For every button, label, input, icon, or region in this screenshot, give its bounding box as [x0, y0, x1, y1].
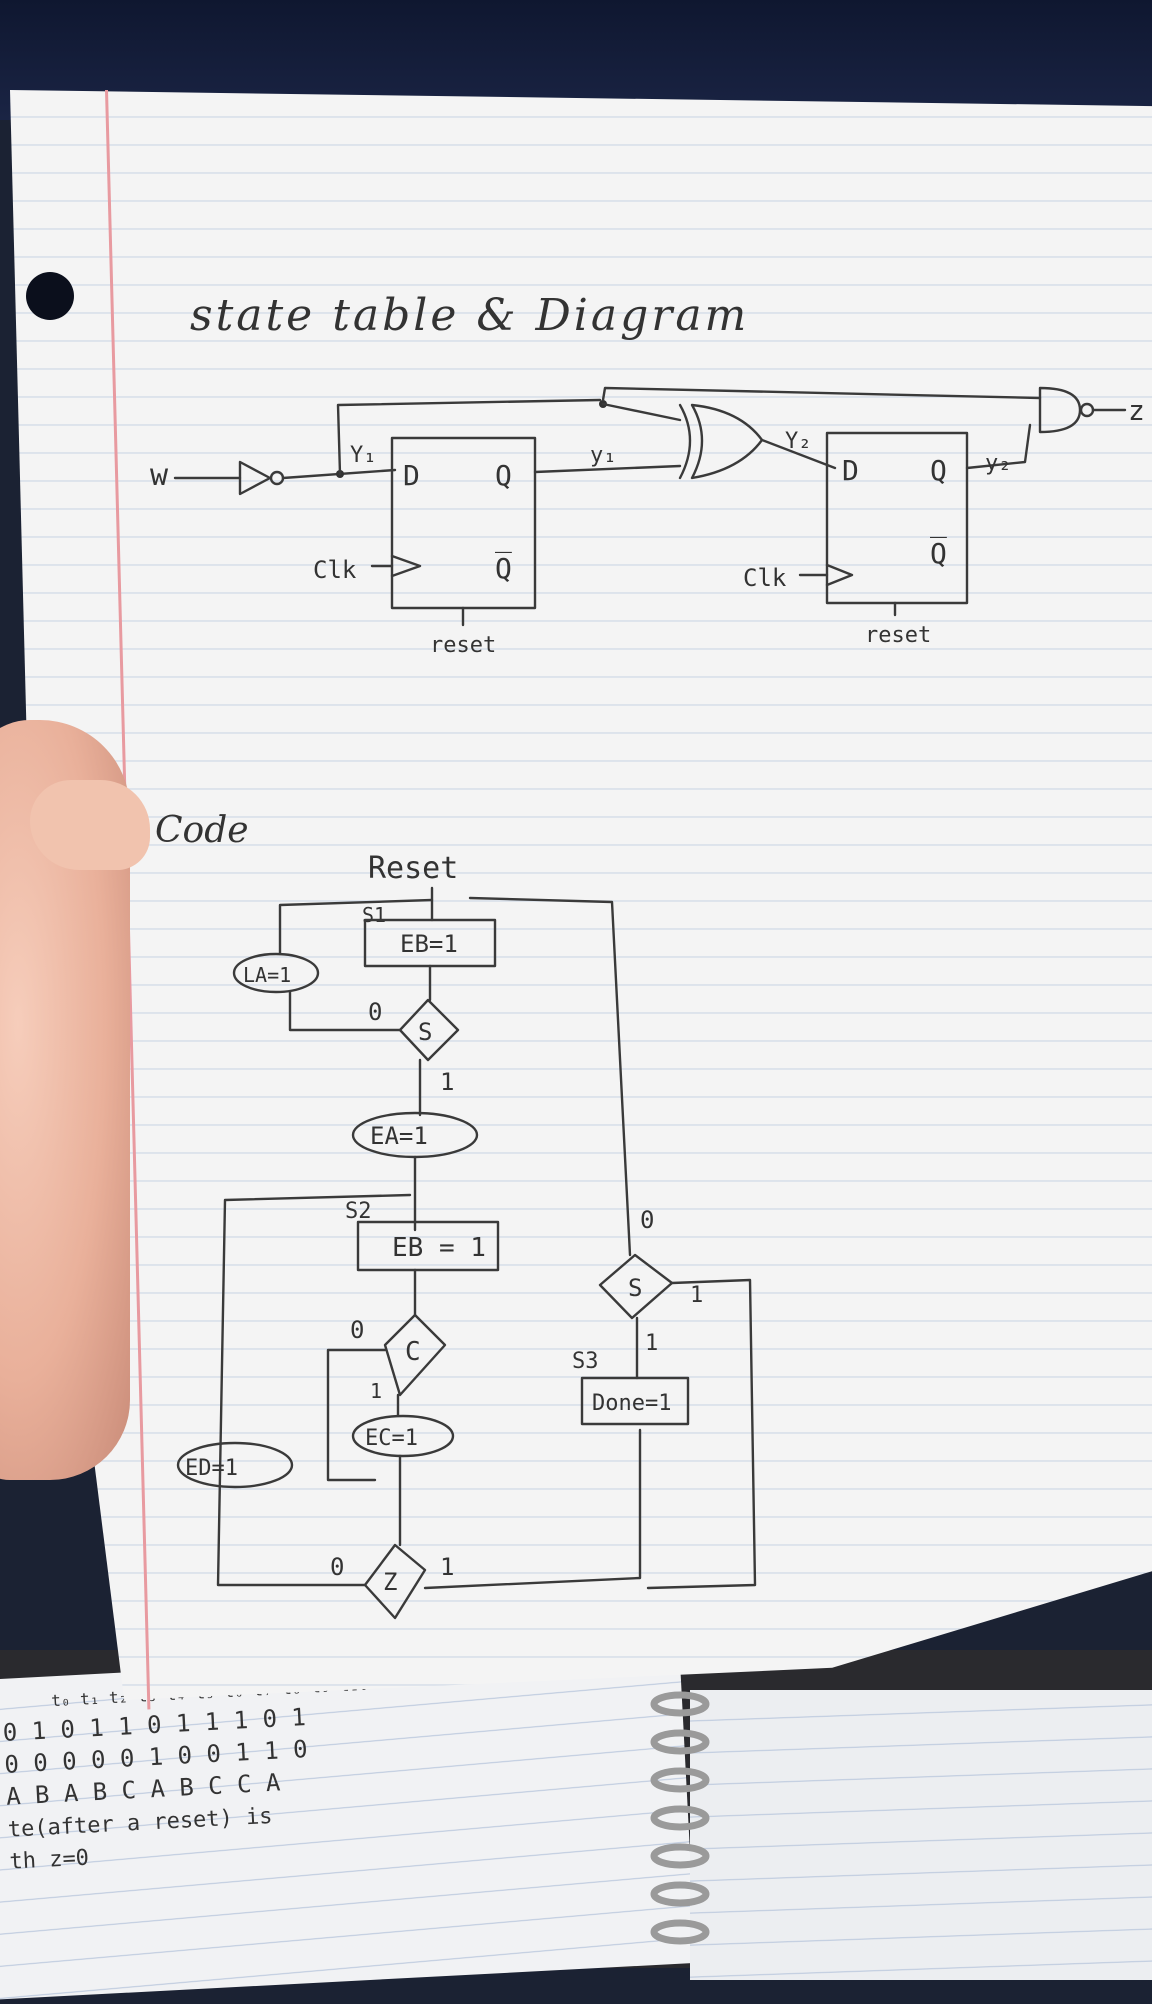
xor-input-wire: [601, 402, 682, 422]
wire-Y2-label: Y₂: [785, 429, 812, 454]
feedback-wire: [336, 398, 602, 476]
s1-zero-path: [288, 990, 402, 1032]
spiral-binding-icon: [650, 1691, 710, 1945]
wire-y2-label: y₂: [985, 451, 1012, 476]
c-zero-path: [326, 1348, 387, 1482]
c-one-label: 1: [370, 1379, 382, 1403]
code-heading: Code: [155, 810, 249, 851]
ff2-d-label: D: [842, 454, 859, 487]
s-decision-text: S: [418, 1018, 432, 1046]
z-decision-text: Z: [383, 1568, 397, 1596]
notebook-line-4: te(after a reset) is: [7, 1804, 273, 1843]
c-decision-diamond: [383, 1313, 447, 1397]
thumb: [30, 780, 150, 870]
ed-oval-text: ED=1: [185, 1456, 238, 1481]
s1-zero-label: 0: [368, 998, 382, 1026]
ff1-reset-label: reset: [430, 633, 496, 658]
z-one-path: [423, 1428, 642, 1590]
ec-oval-text: EC=1: [365, 1426, 418, 1451]
ff1-d-label: D: [403, 459, 420, 492]
z-one-label: 1: [440, 1553, 454, 1581]
page-title: state table & Diagram: [190, 290, 750, 341]
c-decision-text: C: [405, 1337, 421, 1367]
z-zero-loop: [216, 1193, 412, 1587]
s1-box-text: EB=1: [400, 930, 458, 958]
la-oval-text: LA=1: [243, 963, 291, 987]
ea-oval-text: EA=1: [370, 1122, 428, 1150]
ff2-q-label: Q: [930, 454, 947, 487]
output-z-label: z: [1128, 394, 1145, 427]
s-one-label: 1: [440, 1068, 454, 1096]
s2-label: S2: [345, 1199, 372, 1224]
lined-paper-sheet: [10, 90, 1152, 1700]
s2-box-text: EB = 1: [392, 1233, 486, 1263]
reset-label: Reset: [368, 851, 458, 886]
s3-decision-diamond: [598, 1253, 674, 1320]
ec-oval: [351, 1414, 455, 1458]
ff1-clk-label: Clk: [313, 556, 357, 584]
ff1-qbar-label: Q̅: [495, 551, 512, 585]
la-oval: [232, 952, 320, 994]
s1-loop-back: [278, 898, 434, 956]
wire-Y1-label: Y₁: [350, 443, 377, 468]
not-gate-icon: [238, 460, 272, 496]
s3-one-label: 1: [645, 1331, 658, 1356]
ff2-qbar-label: Q̅: [930, 536, 947, 570]
s3-state-box: [580, 1376, 690, 1426]
nand-top-wire: [601, 386, 1042, 402]
asm-chart: Reset S1 EB=1 LA=1 0 S 1 EA=1 S2 EB = 1 …: [176, 851, 757, 1620]
z-decision-diamond: [363, 1543, 427, 1620]
ff1-clock-icon: [390, 554, 422, 578]
s3-one-label-right: 1: [690, 1283, 703, 1308]
s-decision-diamond: [398, 998, 460, 1062]
y1-output-wire: [533, 464, 682, 474]
ff2-clock-icon: [825, 563, 854, 587]
ff2-clk-label: Clk: [743, 564, 787, 592]
xor-back-curve: [678, 403, 692, 480]
circuit-diagram: w Y₁ D Q Q̅ Clk reset y₁ Y₂ D Q Q̅ Clk r…: [150, 386, 1145, 658]
Y2-wire: [760, 438, 837, 470]
notebook-line-5: th z=0: [9, 1846, 90, 1875]
notebook-writing: t₀ t₁ t₂ t₃ t₄ t₅ t₆ t₇ t₈ t₉ t₁₀ 0 1 0 …: [2, 1675, 369, 1875]
z-zero-label: 0: [330, 1553, 344, 1581]
ff2-reset-label: reset: [865, 623, 931, 648]
flip-flop-2: [825, 431, 969, 605]
s2-state-box: [356, 1220, 500, 1272]
wire-y1-label: y₁: [590, 443, 617, 468]
s3-decision-text: S: [628, 1274, 642, 1302]
s3-box-text: Done=1: [592, 1391, 671, 1416]
notebook-page-right: [690, 1690, 1152, 1980]
ed-oval: [176, 1441, 294, 1489]
notebook-page-below: t₀ t₁ t₂ t₃ t₄ t₅ t₆ t₇ t₈ t₉ t₁₀ 0 1 0 …: [0, 1643, 696, 2000]
xor-gate-icon: [690, 403, 764, 480]
s3-zero-label: 0: [640, 1206, 654, 1234]
s3-one-loop: [646, 1278, 757, 1590]
c-zero-label: 0: [350, 1316, 364, 1344]
ff1-q-label: Q: [495, 459, 512, 492]
s3-label: S3: [572, 1349, 599, 1374]
punch-hole: [26, 272, 74, 320]
y2-output-wire: [965, 423, 1032, 470]
s3-zero-path: [468, 896, 632, 1257]
input-w-label: w: [150, 458, 169, 493]
